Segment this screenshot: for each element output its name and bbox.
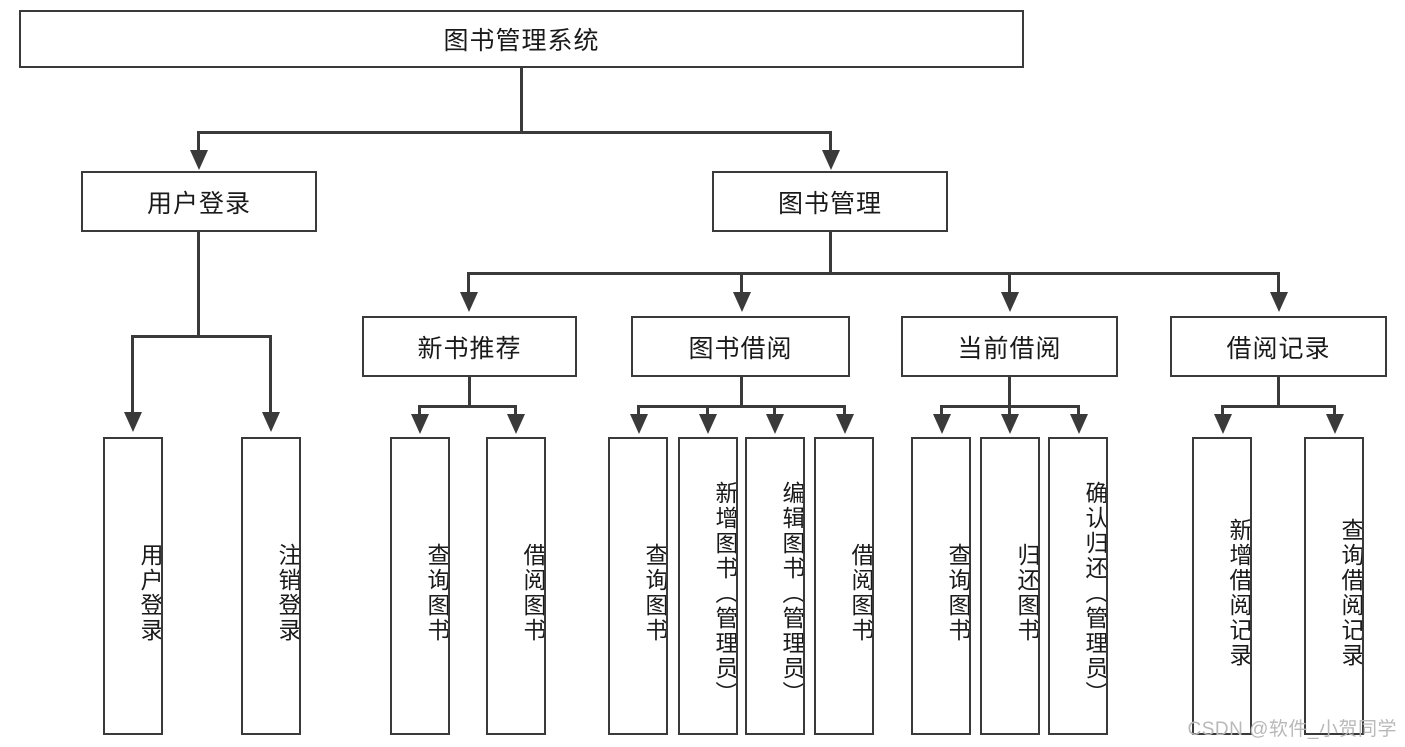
connector-book-borrow-bus [638, 405, 846, 408]
leaf-borrow-record-add-record[interactable]: 新增借阅记录 [1192, 437, 1252, 735]
arrowhead-borrow-record-leaf-2 [1326, 414, 1344, 434]
leaf-borrow-record-query-record[interactable]: 查询借阅记录 [1304, 437, 1364, 735]
arrowhead-bm-current-borrow [1001, 292, 1019, 312]
leaf-current-borrow-return-book[interactable]: 归还图书 [980, 437, 1040, 735]
connector-root-to-user-login [197, 131, 200, 155]
node-new-book-recommend[interactable]: 新书推荐 [362, 316, 577, 377]
arrowhead-new-book-leaf-2 [507, 414, 525, 434]
connector-current-borrow-stem [1008, 377, 1011, 407]
connector-user-login-bus [132, 335, 271, 338]
connector-current-borrow-to-leaf-1 [940, 405, 943, 419]
connector-user-login-to-leaf-2 [269, 335, 272, 417]
node-label: 图书管理 [777, 189, 882, 218]
leaf-label: 确认归还（管理员） [1082, 480, 1108, 706]
leaf-book-borrow-add-book-admin[interactable]: 新增图书（管理员） [678, 437, 738, 735]
node-label: 新书推荐 [417, 334, 522, 363]
arrowhead-user-login-leaf-1 [124, 412, 142, 432]
connector-book-borrow-to-leaf-1 [637, 405, 640, 419]
node-label: 图书管理系统 [443, 27, 600, 55]
arrowhead-current-borrow-leaf-2 [1001, 414, 1019, 434]
leaf-label: 查询图书 [642, 543, 668, 643]
node-book-borrow[interactable]: 图书借阅 [631, 316, 850, 377]
leaf-current-borrow-confirm-return-admin[interactable]: 确认归还（管理员） [1048, 437, 1108, 735]
connector-borrow-record-to-leaf-2 [1333, 405, 1336, 419]
connector-new-book-to-leaf-2 [514, 405, 517, 419]
arrowhead-current-borrow-leaf-1 [933, 414, 951, 434]
connector-book-management-bus [468, 272, 1280, 275]
connector-current-borrow-to-leaf-3 [1077, 405, 1080, 419]
connector-borrow-record-to-leaf-1 [1221, 405, 1224, 419]
leaf-label: 查询图书 [945, 543, 971, 643]
connector-root-bus [198, 131, 832, 134]
node-borrow-record[interactable]: 借阅记录 [1170, 316, 1387, 377]
connector-root-stem [520, 68, 523, 133]
arrowhead-user-login-leaf-2 [262, 412, 280, 432]
connector-book-borrow-to-leaf-3 [773, 405, 776, 419]
connector-borrow-record-bus [1222, 405, 1336, 408]
arrowhead-bm-book-borrow [733, 292, 751, 312]
leaf-label: 新增借阅记录 [1226, 518, 1252, 668]
node-current-borrow[interactable]: 当前借阅 [901, 316, 1118, 377]
leaf-label: 新增图书（管理员） [712, 480, 738, 706]
leaf-user-login-login[interactable]: 用户登录 [103, 437, 163, 735]
arrowhead-new-book-leaf-1 [411, 414, 429, 434]
connector-user-login-to-leaf-1 [131, 335, 134, 417]
leaf-book-borrow-edit-book-admin[interactable]: 编辑图书（管理员） [745, 437, 805, 735]
node-book-management[interactable]: 图书管理 [712, 171, 948, 232]
leaf-label: 编辑图书（管理员） [779, 480, 805, 706]
node-user-login[interactable]: 用户登录 [81, 171, 317, 232]
connector-bm-to-current-borrow [1008, 272, 1011, 297]
leaf-user-login-logout[interactable]: 注销登录 [241, 437, 301, 735]
arrowhead-book-borrow-leaf-2 [699, 414, 717, 434]
leaf-label: 借阅图书 [520, 543, 546, 643]
connector-book-borrow-to-leaf-4 [843, 405, 846, 419]
leaf-label: 用户登录 [137, 543, 163, 643]
leaf-book-borrow-query-book[interactable]: 查询图书 [608, 437, 668, 735]
leaf-current-borrow-query-book[interactable]: 查询图书 [911, 437, 971, 735]
leaf-new-book-query-book[interactable]: 查询图书 [390, 437, 450, 735]
connector-current-borrow-to-leaf-2 [1008, 405, 1011, 419]
arrowhead-root-to-book-management [822, 150, 840, 170]
arrowhead-current-borrow-leaf-3 [1070, 414, 1088, 434]
arrowhead-borrow-record-leaf-1 [1214, 414, 1232, 434]
leaf-label: 注销登录 [275, 543, 301, 643]
leaf-label: 借阅图书 [848, 543, 874, 643]
connector-book-borrow-stem [740, 377, 743, 407]
leaf-new-book-borrow-book[interactable]: 借阅图书 [486, 437, 546, 735]
csdn-watermark: CSDN @软件_小贺同学 [1187, 719, 1397, 740]
connector-borrow-record-stem [1277, 377, 1280, 407]
arrowhead-bm-borrow-record [1270, 292, 1288, 312]
arrowhead-book-borrow-leaf-1 [630, 414, 648, 434]
leaf-book-borrow-borrow-book[interactable]: 借阅图书 [814, 437, 874, 735]
node-label: 用户登录 [146, 189, 251, 218]
arrowhead-root-to-user-login [190, 150, 208, 170]
connector-book-management-stem [829, 232, 832, 274]
node-label: 图书借阅 [688, 334, 793, 363]
node-root-book-management-system[interactable]: 图书管理系统 [19, 10, 1024, 68]
node-label: 借阅记录 [1226, 334, 1331, 363]
connector-new-book-stem [468, 377, 471, 407]
connector-bm-to-book-borrow [740, 272, 743, 297]
connector-new-book-bus [419, 405, 517, 408]
arrowhead-bm-new-book [460, 292, 478, 312]
arrowhead-book-borrow-leaf-4 [836, 414, 854, 434]
leaf-label: 归还图书 [1014, 543, 1040, 643]
connector-new-book-to-leaf-1 [418, 405, 421, 419]
leaf-label: 查询图书 [424, 543, 450, 643]
connector-root-to-book-management [829, 131, 832, 155]
connector-book-borrow-to-leaf-2 [706, 405, 709, 419]
connector-bm-to-borrow-record [1277, 272, 1280, 297]
arrowhead-book-borrow-leaf-3 [766, 414, 784, 434]
connector-bm-to-new-book [467, 272, 470, 297]
leaf-label: 查询借阅记录 [1338, 518, 1364, 668]
connector-user-login-stem [197, 232, 200, 337]
node-label: 当前借阅 [957, 334, 1062, 363]
